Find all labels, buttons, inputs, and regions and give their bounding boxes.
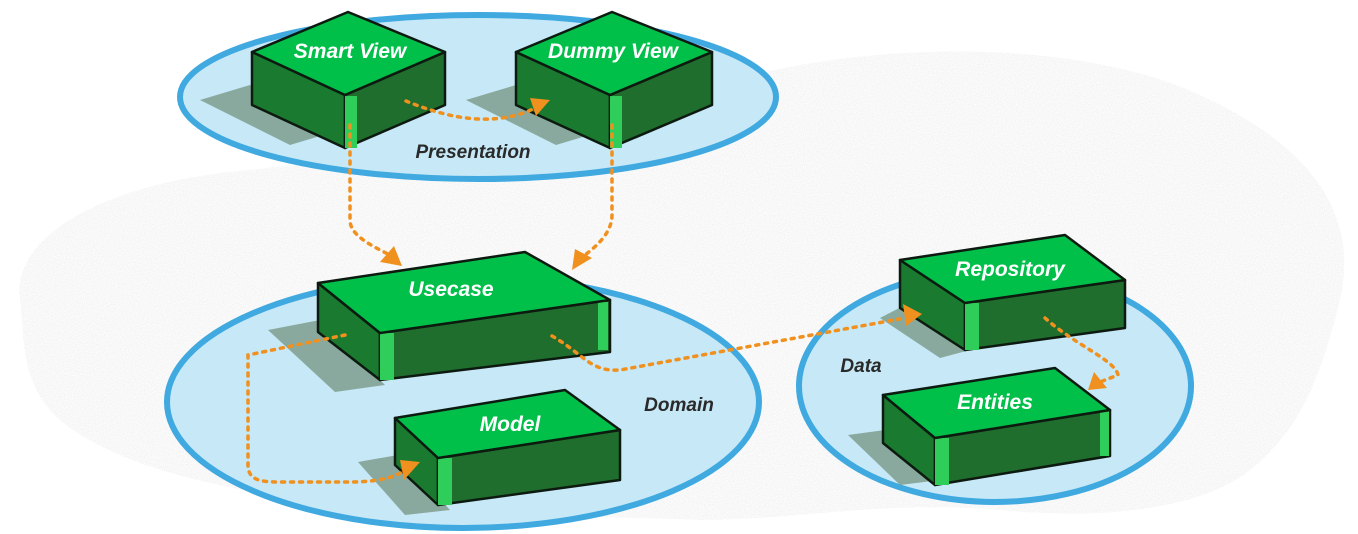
arrow-repository-to-entities: [1043, 316, 1121, 390]
arrow-dummy-to-usecase: [572, 123, 614, 270]
box-top: [514, 10, 714, 97]
box-repository-label: Repository: [955, 258, 1066, 281]
box-edge-highlight-right: [598, 302, 608, 350]
arrow-smart-to-dummy: [404, 98, 550, 121]
box-smart-view: Smart View: [200, 10, 447, 150]
arrowhead: [400, 460, 420, 480]
box-top: [881, 366, 1112, 440]
zone-domain-label: Domain: [644, 395, 714, 416]
arrowhead: [530, 98, 550, 116]
box-shadow: [880, 305, 970, 358]
box-model-label: Model: [480, 413, 542, 436]
box-top: [393, 388, 622, 460]
zone-data-label: Data: [840, 356, 882, 377]
box-top: [898, 233, 1127, 305]
arrowhead: [380, 246, 402, 266]
zone-presentation-label: Presentation: [415, 142, 530, 163]
box-edge-highlight: [935, 438, 949, 485]
box-edge-highlight: [438, 458, 452, 505]
box-top: [250, 10, 447, 97]
box-edge-highlight: [380, 333, 394, 380]
box-edge-highlight: [965, 303, 979, 350]
box-shadow: [268, 320, 385, 392]
arrowhead: [903, 304, 922, 326]
box-dummy-view-label: Dummy View: [548, 40, 680, 63]
box-edge-highlight-right: [1100, 411, 1109, 456]
box-edge-highlight: [345, 96, 357, 148]
box-repository: Repository: [880, 233, 1127, 358]
arrows: [246, 98, 1121, 484]
arrow-usecase-to-repository: [550, 304, 922, 372]
box-top: [316, 250, 612, 335]
box-shadow: [358, 455, 450, 515]
arrow-usecase-to-model: [246, 333, 420, 484]
box-entities: Entities: [848, 366, 1112, 487]
box-usecase: Usecase: [268, 250, 612, 392]
arrowhead: [1088, 372, 1107, 390]
box-usecase-label: Usecase: [408, 278, 494, 301]
arrow-smart-to-usecase: [348, 123, 402, 266]
box-model: Model: [358, 388, 622, 515]
box-edge-highlight: [610, 96, 622, 148]
box-smart-view-label: Smart View: [294, 40, 408, 63]
box-entities-label: Entities: [957, 391, 1033, 414]
arrowhead: [572, 249, 592, 270]
